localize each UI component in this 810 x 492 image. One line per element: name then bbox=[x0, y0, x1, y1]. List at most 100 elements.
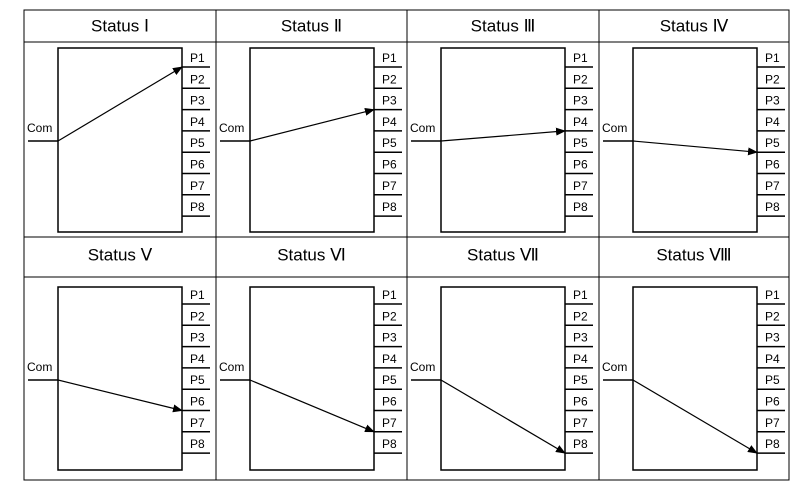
switch-box bbox=[249, 47, 375, 233]
pin-label: P8 bbox=[765, 437, 780, 451]
pin-label: P3 bbox=[382, 331, 397, 345]
connection-arrow bbox=[632, 140, 758, 156]
pin-label: P8 bbox=[765, 200, 780, 214]
pin-label: P3 bbox=[190, 94, 205, 108]
pin-label: P2 bbox=[573, 309, 588, 323]
pin-label: P8 bbox=[573, 200, 588, 214]
pin-label: P2 bbox=[190, 309, 205, 323]
connection-arrow bbox=[440, 379, 566, 454]
pin-label: P1 bbox=[382, 51, 397, 65]
pin-label: P8 bbox=[382, 437, 397, 451]
com-label: Com bbox=[27, 360, 52, 374]
panel-title: Status Ⅵ bbox=[277, 245, 346, 264]
pin-label: P2 bbox=[765, 309, 780, 323]
pin-label: P3 bbox=[190, 331, 205, 345]
connection-arrow bbox=[440, 127, 566, 142]
pin-label: P8 bbox=[382, 200, 397, 214]
pin-label: P6 bbox=[573, 395, 588, 409]
panel-title: Status Ⅷ bbox=[656, 245, 731, 264]
switch-box bbox=[440, 286, 566, 471]
pin-label: P7 bbox=[573, 416, 588, 430]
pin-label: P6 bbox=[382, 158, 397, 172]
pin-label: P8 bbox=[573, 437, 588, 451]
pin-label: P8 bbox=[190, 200, 205, 214]
pin-label: P1 bbox=[190, 288, 205, 302]
pin-label: P1 bbox=[573, 51, 588, 65]
pin-label: P4 bbox=[382, 352, 397, 366]
pin-label: P1 bbox=[190, 51, 205, 65]
pin-label: P6 bbox=[765, 158, 780, 172]
pin-label: P7 bbox=[382, 179, 397, 193]
switch-box bbox=[57, 47, 183, 233]
pin-label: P4 bbox=[190, 352, 205, 366]
pin-label: P4 bbox=[573, 352, 588, 366]
pin-label: P4 bbox=[190, 115, 205, 129]
pin-label: P1 bbox=[573, 288, 588, 302]
pin-label: P3 bbox=[573, 94, 588, 108]
pin-label: P4 bbox=[765, 115, 780, 129]
panel-title: Status Ⅳ bbox=[660, 16, 729, 35]
pin-label: P8 bbox=[190, 437, 205, 451]
pin-label: P5 bbox=[765, 136, 780, 150]
com-label: Com bbox=[219, 121, 244, 135]
panel-title: Status Ⅱ bbox=[281, 16, 342, 35]
switch-box bbox=[57, 286, 183, 471]
pin-label: P3 bbox=[573, 331, 588, 345]
pin-label: P7 bbox=[765, 416, 780, 430]
connection-arrow bbox=[249, 379, 375, 433]
panel-title: Status Ⅰ bbox=[91, 16, 149, 35]
panel-title: Status Ⅲ bbox=[471, 16, 536, 35]
pin-label: P6 bbox=[382, 395, 397, 409]
switch-box bbox=[632, 47, 758, 233]
pin-label: P7 bbox=[190, 416, 205, 430]
pin-label: P3 bbox=[765, 94, 780, 108]
pin-label: P7 bbox=[573, 179, 588, 193]
switch-box bbox=[632, 286, 758, 471]
pin-label: P6 bbox=[765, 395, 780, 409]
pin-label: P7 bbox=[190, 179, 205, 193]
connection-arrow bbox=[57, 66, 183, 142]
com-label: Com bbox=[410, 360, 435, 374]
pin-label: P3 bbox=[765, 331, 780, 345]
pin-label: P1 bbox=[382, 288, 397, 302]
pin-label: P2 bbox=[382, 309, 397, 323]
pin-label: P6 bbox=[190, 395, 205, 409]
panel-title: Status Ⅴ bbox=[88, 245, 153, 264]
pin-label: P1 bbox=[765, 288, 780, 302]
pin-label: P5 bbox=[190, 373, 205, 387]
connection-arrow bbox=[57, 379, 183, 413]
pin-label: P5 bbox=[382, 373, 397, 387]
pin-label: P2 bbox=[765, 72, 780, 86]
pin-label: P1 bbox=[765, 51, 780, 65]
pin-label: P7 bbox=[382, 416, 397, 430]
com-label: Com bbox=[602, 360, 627, 374]
pin-label: P5 bbox=[573, 373, 588, 387]
pin-label: P6 bbox=[190, 158, 205, 172]
pin-label: P5 bbox=[765, 373, 780, 387]
pin-label: P4 bbox=[382, 115, 397, 129]
pin-label: P6 bbox=[573, 158, 588, 172]
pin-label: P4 bbox=[573, 115, 588, 129]
pin-label: P7 bbox=[765, 179, 780, 193]
com-label: Com bbox=[602, 121, 627, 135]
pin-label: P3 bbox=[382, 94, 397, 108]
pin-label: P5 bbox=[573, 136, 588, 150]
com-label: Com bbox=[27, 121, 52, 135]
pin-label: P5 bbox=[382, 136, 397, 150]
com-label: Com bbox=[410, 121, 435, 135]
com-label: Com bbox=[219, 360, 244, 374]
connection-arrow bbox=[632, 379, 758, 454]
pin-label: P4 bbox=[765, 352, 780, 366]
connection-arrow bbox=[249, 107, 375, 142]
switch-box bbox=[440, 47, 566, 233]
